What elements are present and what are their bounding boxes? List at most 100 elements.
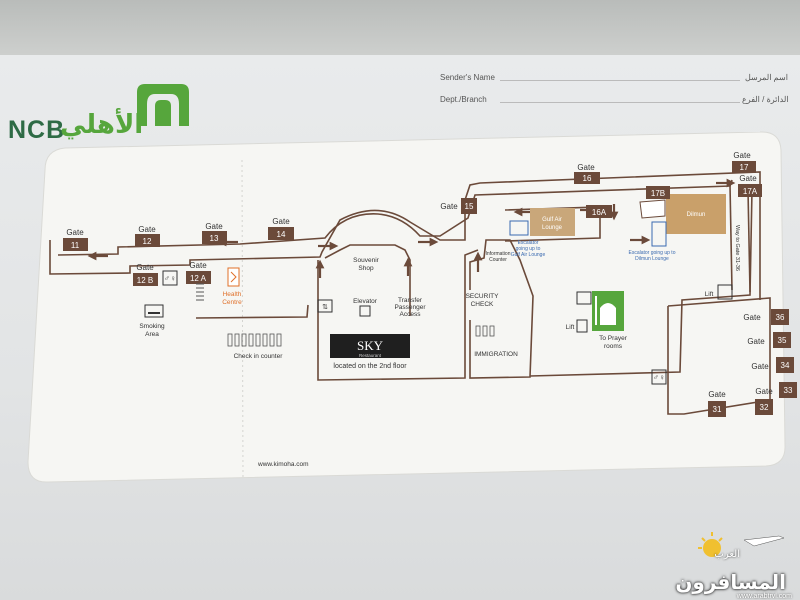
lift-icon-2 (576, 291, 592, 305)
gate-36: Gate 36 (743, 309, 789, 325)
stairs-icon (196, 283, 204, 301)
gate-12b-num: 12 B (137, 276, 153, 285)
website-label: www.kimoha.com (257, 461, 309, 468)
souvenir-label-1: Souvenir (353, 257, 379, 264)
gate-32-num: 32 (760, 403, 769, 412)
esc-gulf-1: Escalator (518, 240, 539, 246)
gate-17-label: Gate (733, 151, 751, 160)
gate-12a-label: Gate (189, 261, 207, 270)
elevator-cab-icon (359, 305, 371, 317)
gate-34: Gate 34 (751, 357, 794, 373)
esc-gulf-2: going up to (516, 246, 541, 252)
lower-corridor (195, 304, 309, 319)
gate-34-label: Gate (751, 362, 769, 371)
watermark-small: العرب (714, 549, 740, 560)
way-to-gate-label: Way to Gate 31-36 (734, 225, 740, 271)
gate-12b-label: Gate (136, 263, 154, 272)
gate-33-label: Gate (755, 387, 773, 396)
lift-label-2: Lift (705, 291, 714, 298)
info-label-2: Counter (489, 257, 507, 263)
elevator-label: Elevator (353, 298, 378, 305)
gate-13: Gate 13 (202, 222, 227, 244)
toilet-icon (162, 270, 178, 286)
dept-label-ar: الدائرة / الفرع (742, 95, 789, 104)
gate-15-num: 15 (465, 202, 474, 211)
smoking-icon (144, 304, 164, 318)
gate-15-label: Gate (440, 202, 458, 211)
ncb-logo-icon (137, 84, 189, 126)
corridor-inner (57, 179, 733, 256)
gate-35-num: 35 (778, 336, 787, 345)
info-label-1: Information (485, 251, 510, 257)
gate-31-label: Gate (708, 390, 726, 399)
escalator-dilmun (651, 221, 667, 247)
gate-14: Gate 14 (268, 217, 294, 240)
svg-text:Gulf Air: Gulf Air (542, 217, 562, 223)
gate-16a-num: 16A (592, 208, 607, 217)
gate-33-num: 33 (784, 386, 793, 395)
sky-restaurant-sub: Restaurant (359, 353, 382, 358)
watermark-logo-icon (698, 532, 785, 557)
prayer-label-2: rooms (604, 343, 623, 350)
svg-text:♂♀: ♂♀ (653, 373, 665, 382)
gate-12a-num: 12 A (190, 274, 207, 283)
security-label-1: SECURITY (466, 293, 500, 300)
esc-dilmun-1: Escalator going up to (629, 250, 676, 256)
ncb-logo-text: NCB (8, 116, 66, 144)
souvenir-label-2: Shop (358, 265, 374, 272)
gate-33: Gate 33 (755, 382, 797, 398)
background-surface (0, 0, 800, 60)
restaurant-block (317, 249, 479, 381)
svg-text:⇅: ⇅ (322, 304, 328, 311)
smoking-label-2: Area (145, 331, 159, 338)
dilmun-lounge (666, 194, 726, 234)
dept-label: Dept./Branch (440, 95, 487, 104)
gate-13-label: Gate (205, 222, 223, 231)
elevator-icon (317, 299, 333, 313)
walkway-right (729, 184, 733, 291)
transfer-label-3: Access (400, 311, 422, 318)
lift-label-1: Lift (566, 324, 575, 331)
smoking-label-1: Smoking (139, 323, 165, 330)
gate-34-num: 34 (781, 361, 790, 370)
gate-17b-num: 17B (651, 189, 665, 198)
gate-11-num: 11 (71, 241, 80, 250)
gate-17a-num: 17A (743, 187, 758, 196)
sky-restaurant-name: SKY (357, 338, 384, 353)
gate-16-num: 16 (583, 174, 592, 183)
gate-16a: 16A (586, 205, 612, 218)
gate-12-label: Gate (138, 225, 156, 234)
sender-line[interactable] (500, 80, 740, 81)
sky-restaurant-logo (330, 334, 410, 358)
gate-35-label: Gate (747, 337, 765, 346)
svg-text:Dilmun: Dilmun (687, 212, 706, 218)
toilet-icon-glyph: ♂♀ (164, 274, 176, 283)
checkin-counter-icons (227, 333, 282, 347)
esc-dilmun-2: Dilmun Lounge (635, 256, 669, 262)
toilet-icon-2 (651, 369, 667, 385)
watermark-url: www.arabtrvl.com (736, 593, 792, 600)
gate-35: Gate 35 (747, 332, 791, 348)
gate-11: Gate 11 (63, 228, 88, 251)
gate-16-label: Gate (577, 163, 595, 172)
gate-36-num: 36 (776, 313, 785, 322)
gate-13-num: 13 (210, 234, 219, 243)
gate-14-num: 14 (277, 230, 286, 239)
health-label-2: Centre (222, 299, 242, 306)
esc-gulf-3: Gulf Air Lounge (511, 252, 546, 258)
health-icon (227, 267, 240, 287)
gate-14-label: Gate (272, 217, 290, 226)
prayer-label-1: To Prayer (599, 335, 628, 342)
gulf-air-lounge (530, 208, 575, 236)
gate-11-label: Gate (66, 228, 84, 237)
gate-36-label: Gate (743, 313, 761, 322)
security-gates-icon (475, 325, 495, 337)
dept-line[interactable] (500, 102, 740, 103)
gate-32: 32 (755, 399, 773, 415)
gate-15: Gate 15 (440, 198, 477, 214)
